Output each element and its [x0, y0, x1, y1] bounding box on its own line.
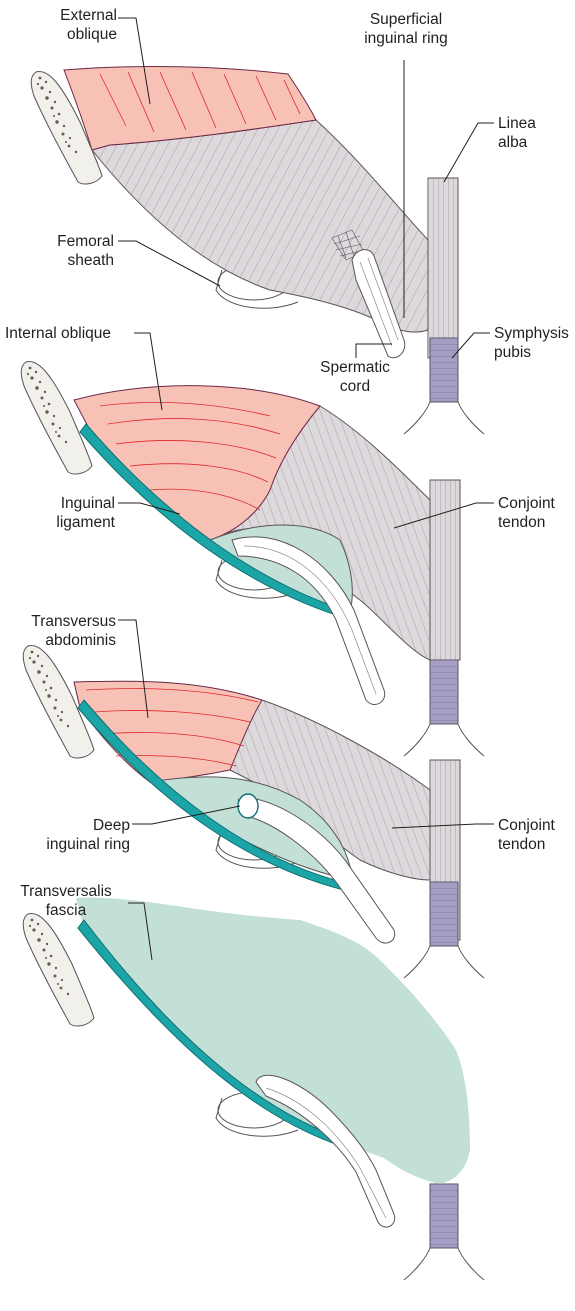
label-line: tendon — [498, 835, 570, 854]
symphysis-pubis-shape-4 — [404, 1184, 484, 1280]
symphysis-pubis-shape-3 — [404, 882, 484, 978]
transversalis-fascia-sheet — [76, 898, 470, 1184]
label-spermatic-cord: Spermatic cord — [310, 358, 400, 396]
label-line: alba — [498, 133, 558, 152]
label-line: Transversalis — [6, 882, 126, 901]
label-symphysis-pubis: Symphysis pubis — [494, 324, 574, 362]
label-conjoint-tendon-1: Conjoint tendon — [498, 494, 570, 532]
asis-bone-2 — [21, 362, 92, 474]
deep-inguinal-ring-opening — [238, 794, 258, 818]
label-line: fascia — [6, 901, 126, 920]
label-external-oblique: External oblique — [22, 6, 117, 44]
label-femoral-sheath: Femoral sheath — [22, 232, 114, 270]
linea-alba-shape-2 — [430, 480, 460, 660]
leader-linea-alba — [444, 123, 494, 182]
label-line: tendon — [498, 513, 570, 532]
label-line: Symphysis — [494, 324, 574, 343]
label-transversus-abdominis: Transversus abdominis — [4, 612, 116, 650]
label-line: inguinal ring — [346, 29, 466, 48]
label-deep-inguinal-ring: Deep inguinal ring — [20, 816, 130, 854]
label-line: sheath — [22, 251, 114, 270]
label-line: Transversus — [4, 612, 116, 631]
label-linea-alba: Linea alba — [498, 114, 558, 152]
label-transversalis-fascia: Transversalis fascia — [6, 882, 126, 920]
label-line: abdominis — [4, 631, 116, 650]
label-line: Linea — [498, 114, 558, 133]
label-line: pubis — [494, 343, 574, 362]
symphysis-pubis-shape-2 — [404, 660, 484, 756]
label-line: oblique — [22, 25, 117, 44]
label-superficial-inguinal-ring: Superficial inguinal ring — [346, 10, 466, 48]
label-line: Femoral — [22, 232, 114, 251]
label-line: Deep — [20, 816, 130, 835]
label-line: External — [22, 6, 117, 25]
label-internal-oblique: Internal oblique — [5, 324, 133, 343]
label-conjoint-tendon-2: Conjoint tendon — [498, 816, 570, 854]
symphysis-pubis-shape — [404, 338, 484, 434]
label-line: Conjoint — [498, 494, 570, 513]
label-line: ligament — [22, 513, 115, 532]
label-line: Conjoint — [498, 816, 570, 835]
label-line: Inguinal — [22, 494, 115, 513]
label-line: Superficial — [346, 10, 466, 29]
label-line: cord — [310, 377, 400, 396]
label-line: Internal oblique — [5, 324, 133, 343]
linea-alba-shape — [428, 178, 458, 358]
label-inguinal-ligament: Inguinal ligament — [22, 494, 115, 532]
panel-transversalis-fascia — [23, 898, 484, 1280]
label-line: Spermatic — [310, 358, 400, 377]
label-line: inguinal ring — [20, 835, 130, 854]
